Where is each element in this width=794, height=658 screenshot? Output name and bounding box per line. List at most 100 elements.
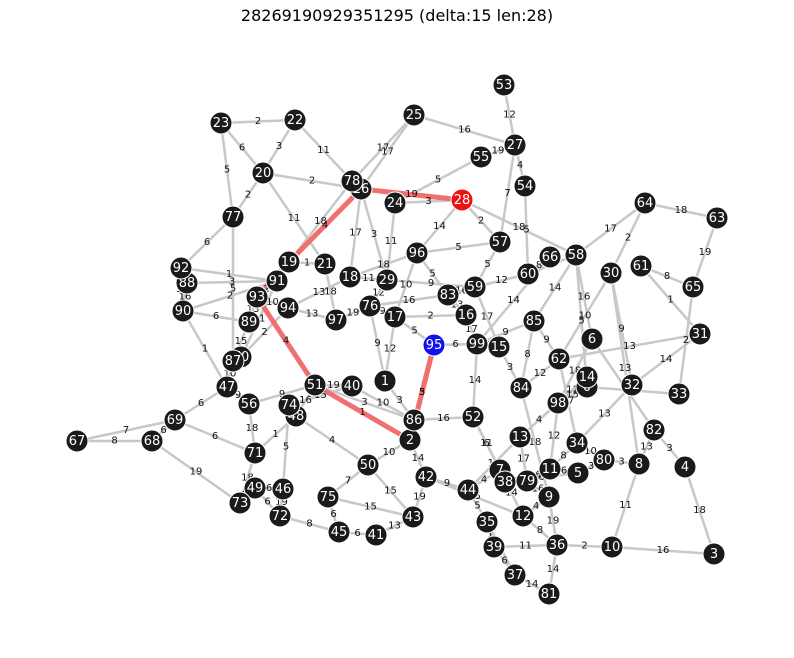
edge-weight-78-19: 18 (314, 216, 327, 227)
node-label-54: 54 (517, 179, 534, 194)
node-label-2: 2 (406, 433, 414, 448)
edge-weight-58-0: 5 (578, 316, 584, 327)
edge-20-21 (261, 172, 327, 265)
edge-weight-47-90: 1 (202, 344, 208, 355)
edge-weight-20-21: 11 (288, 213, 301, 224)
node-label-80: 80 (596, 453, 613, 468)
node-79 (515, 469, 539, 493)
node-label-85: 85 (526, 314, 543, 329)
edge-43-75 (327, 495, 414, 519)
node-label-25: 25 (406, 108, 423, 123)
node-label-94: 94 (280, 301, 297, 316)
edge-weight-25-78: 17 (377, 143, 390, 154)
edge-weight-7-44: 4 (481, 475, 487, 486)
edge-28-58 (461, 198, 577, 257)
edge-weight-1-86: 3 (396, 395, 402, 406)
edge-weight-11-79: 6 (535, 470, 541, 481)
node-label-67: 67 (69, 434, 86, 449)
edge-weight-47-87: 10 (224, 369, 237, 380)
edge-57-96 (416, 240, 501, 255)
edge-weight-64-63: 18 (675, 205, 688, 216)
node-label-34: 34 (569, 436, 586, 451)
edge-weight-48-50: 4 (329, 435, 335, 446)
edge-weight-72-46: 19 (275, 497, 288, 508)
graph-title: 28269190929351295 (delta:15 len:28) (240, 6, 554, 25)
edge-weight-74-40: 15 (314, 390, 327, 401)
edge-51-86 (314, 383, 415, 422)
node-label-78: 78 (344, 174, 361, 189)
edge-weight-68-67: 8 (111, 436, 117, 447)
node-92 (169, 256, 193, 280)
node-label-76: 76 (362, 299, 379, 314)
node-42 (414, 465, 438, 489)
node-label-22: 22 (287, 113, 304, 128)
edge-weight-58-85: 14 (549, 283, 562, 294)
node-label-50: 50 (360, 458, 377, 473)
edge-weight-98-11: 12 (548, 431, 561, 442)
node-label-16: 16 (458, 308, 475, 323)
node-label-12: 12 (515, 509, 532, 524)
edge-weight-39-37: 6 (501, 556, 507, 567)
edge-weight-28-26: 19 (405, 189, 418, 200)
edge-weight-83-16: 13 (451, 300, 464, 311)
node-83 (436, 283, 460, 307)
edge-weight-24-29: 11 (385, 236, 398, 247)
edge-weight-43-42: 19 (413, 492, 426, 503)
edge-weight-60-59: 12 (495, 275, 508, 286)
node-label-15: 15 (491, 340, 508, 355)
node-label-20: 20 (255, 166, 272, 181)
edge-76-1 (368, 305, 387, 382)
edge-weight-4-3: 18 (693, 505, 706, 516)
edge-weight-20-77: 2 (245, 190, 251, 201)
node-11 (538, 457, 562, 481)
edge-weight-28-57: 2 (478, 216, 484, 227)
node-label-90: 90 (175, 304, 192, 319)
edge-weight-11-34: 8 (560, 451, 566, 462)
edge-weight-43-50: 15 (384, 486, 397, 497)
node-30 (599, 261, 623, 285)
edge-weight-48-51: 16 (299, 395, 312, 406)
node-89 (237, 310, 261, 334)
edge-weight-17-95: 5 (411, 326, 417, 337)
edge-weight-57-96: 5 (455, 242, 461, 253)
edge-weight-96-17: 10 (400, 280, 413, 291)
edge-weight-5-80: 3 (588, 461, 594, 472)
edge-30-32 (609, 272, 634, 386)
edge-weight-95-99: 6 (452, 339, 458, 350)
edge-63-65 (691, 217, 719, 288)
edge-weight-66-99: 14 (507, 295, 520, 306)
edge-weight-25-26: 17 (381, 147, 394, 158)
edge-weight-94-97: 13 (306, 309, 319, 320)
node-label-27: 27 (507, 138, 524, 153)
node-80 (592, 448, 616, 472)
node-label-81: 81 (541, 587, 558, 602)
edge-68-73 (151, 439, 241, 505)
node-31 (688, 322, 712, 346)
node-34 (565, 431, 589, 455)
node-label-36: 36 (549, 538, 566, 553)
edge-weight-82-8: 13 (640, 442, 653, 453)
node-22 (283, 108, 307, 132)
node-93 (245, 285, 269, 309)
edge-weight-63-65: 19 (699, 247, 712, 258)
node-86 (402, 408, 426, 432)
edge-weight-28-58: 18 (513, 222, 526, 233)
node-label-10: 10 (604, 540, 621, 555)
edge-29-59 (386, 278, 476, 289)
node-label-43: 43 (405, 510, 422, 525)
node-label-99: 99 (469, 337, 486, 352)
edge-8-10 (610, 463, 641, 548)
node-label-75: 75 (320, 490, 337, 505)
edge-weight-30-62: 10 (579, 311, 592, 322)
edge-weight-58-6: 16 (578, 292, 591, 303)
node-50 (356, 453, 380, 477)
node-59 (463, 275, 487, 299)
node-label-97: 97 (328, 313, 345, 328)
edge-weight-95-2: 3 (419, 387, 425, 398)
node-label-92: 92 (173, 261, 190, 276)
node-85 (522, 309, 546, 333)
edge-weight-56-51: 9 (279, 389, 285, 400)
edge-weight-40-86: 10 (377, 398, 390, 409)
node-82 (642, 418, 666, 442)
edge-28-96 (416, 199, 463, 254)
